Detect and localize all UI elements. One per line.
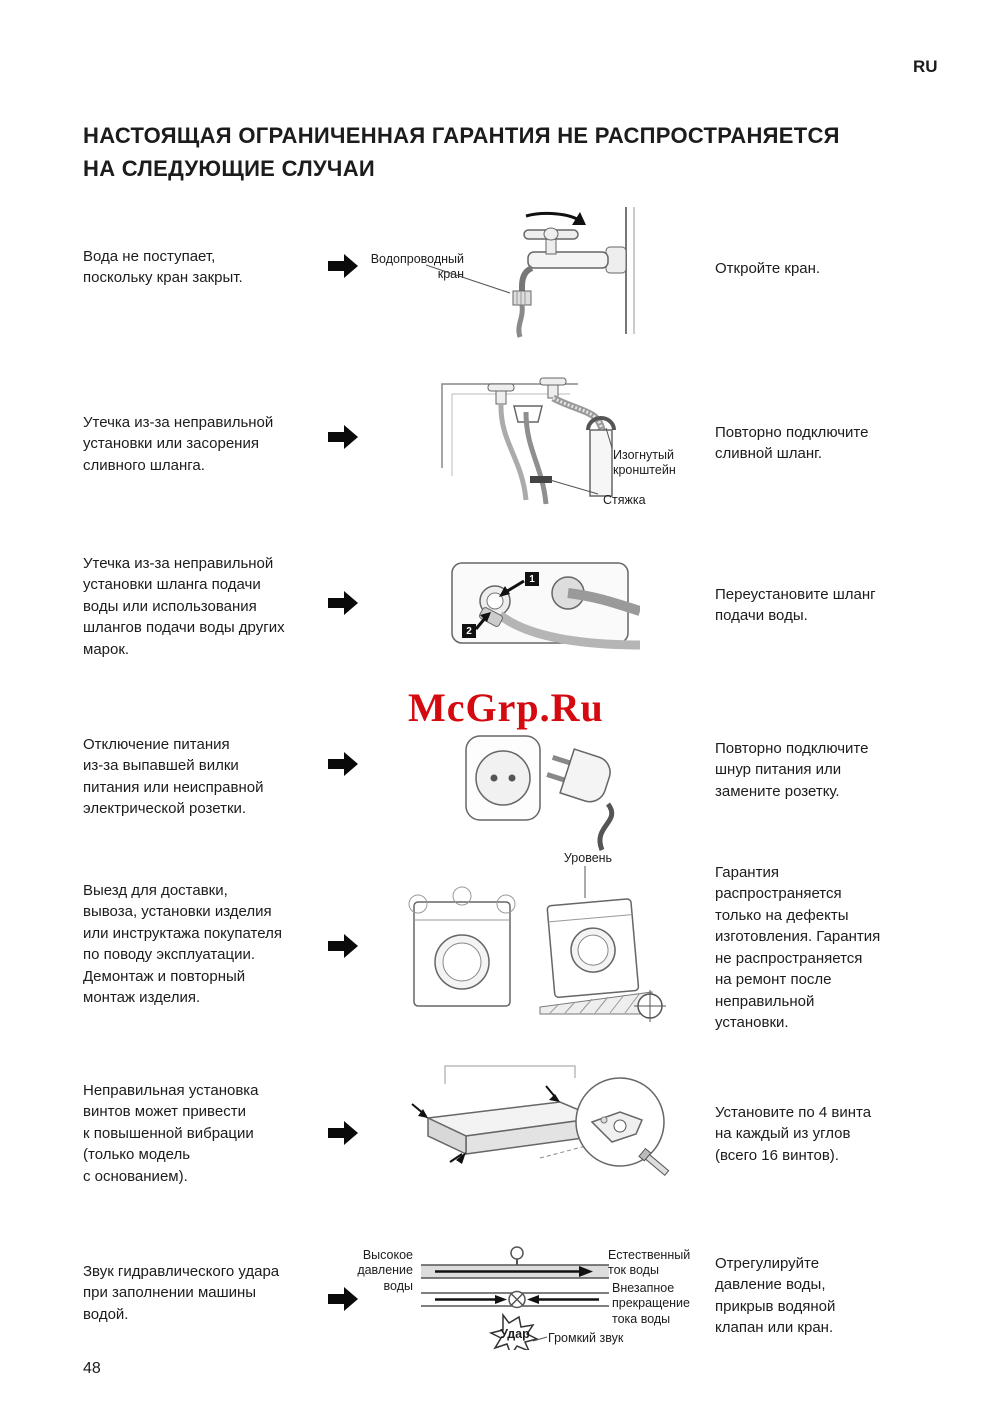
problem-text: Утечка из-за неправильной установки шлан… bbox=[83, 555, 285, 658]
impact-label: Удар bbox=[500, 1327, 530, 1341]
washer-level-illustration bbox=[408, 866, 666, 1022]
arrow-right-icon bbox=[328, 254, 358, 278]
problem-text: Неправильная установка винтов может прив… bbox=[83, 1082, 259, 1185]
problem-text: Звук гидравлического удара при заполнени… bbox=[83, 1263, 280, 1323]
faucet-illustration bbox=[425, 207, 635, 338]
solution-text: Повторно подключите шнур питания или зам… bbox=[715, 740, 869, 800]
arrow-right-icon bbox=[328, 591, 358, 615]
natural-flow-label: Естественный ток воды bbox=[608, 1248, 691, 1278]
arrow-right-icon bbox=[328, 1121, 358, 1145]
solution-text: Отрегулируйте давление воды, прикрыв вод… bbox=[715, 1255, 836, 1337]
water-hammer-illustration bbox=[421, 1246, 609, 1350]
arrow-right-icon bbox=[328, 425, 358, 449]
solution-text: Гарантия распространяется только на дефе… bbox=[715, 864, 881, 1032]
water-inlet-illustration bbox=[451, 562, 640, 650]
solution-text: Переустановите шланг подачи воды. bbox=[715, 586, 876, 625]
language-tag: RU bbox=[913, 57, 938, 76]
problem-text: Вода не поступает, поскольку кран закрыт… bbox=[83, 248, 243, 287]
page-number: 48 bbox=[83, 1360, 101, 1377]
watermark: McGrp.Ru bbox=[408, 685, 604, 730]
solution-text: Повторно подключите сливной шланг. bbox=[715, 424, 869, 463]
drain-hose-illustration bbox=[441, 377, 616, 505]
tie-label: Стяжка bbox=[603, 493, 646, 507]
problem-text: Выезд для доставки, вывоза, установки из… bbox=[83, 882, 282, 1007]
loud-noise-label: Громкий звук bbox=[548, 1331, 624, 1345]
solution-text: Установите по 4 винта на каждый из углов… bbox=[715, 1104, 872, 1164]
base-screws-illustration bbox=[411, 1065, 670, 1177]
solution-text: Откройте кран. bbox=[715, 260, 821, 277]
arrow-right-icon bbox=[328, 752, 358, 776]
problem-text: Отключение питания из-за выпавшей вилки … bbox=[83, 736, 264, 818]
step-2-badge: 2 bbox=[462, 624, 476, 638]
page-title: НАСТОЯЩАЯ ОГРАНИЧЕННАЯ ГАРАНТИЯ НЕ РАСПР… bbox=[83, 123, 840, 181]
arrow-right-icon bbox=[328, 934, 358, 958]
arrow-right-icon bbox=[328, 1287, 358, 1311]
high-pressure-label: Высокое давление воды bbox=[357, 1248, 413, 1293]
level-label: Уровень bbox=[563, 851, 613, 865]
problem-text: Утечка из-за неправильной установки или … bbox=[83, 414, 274, 474]
bracket-label: Изогнутый кронштейн bbox=[613, 448, 676, 478]
step-1-badge: 1 bbox=[525, 572, 539, 586]
sudden-stop-label: Внезапное прекращение тока воды bbox=[612, 1281, 690, 1326]
plug-socket-illustration bbox=[465, 735, 615, 851]
